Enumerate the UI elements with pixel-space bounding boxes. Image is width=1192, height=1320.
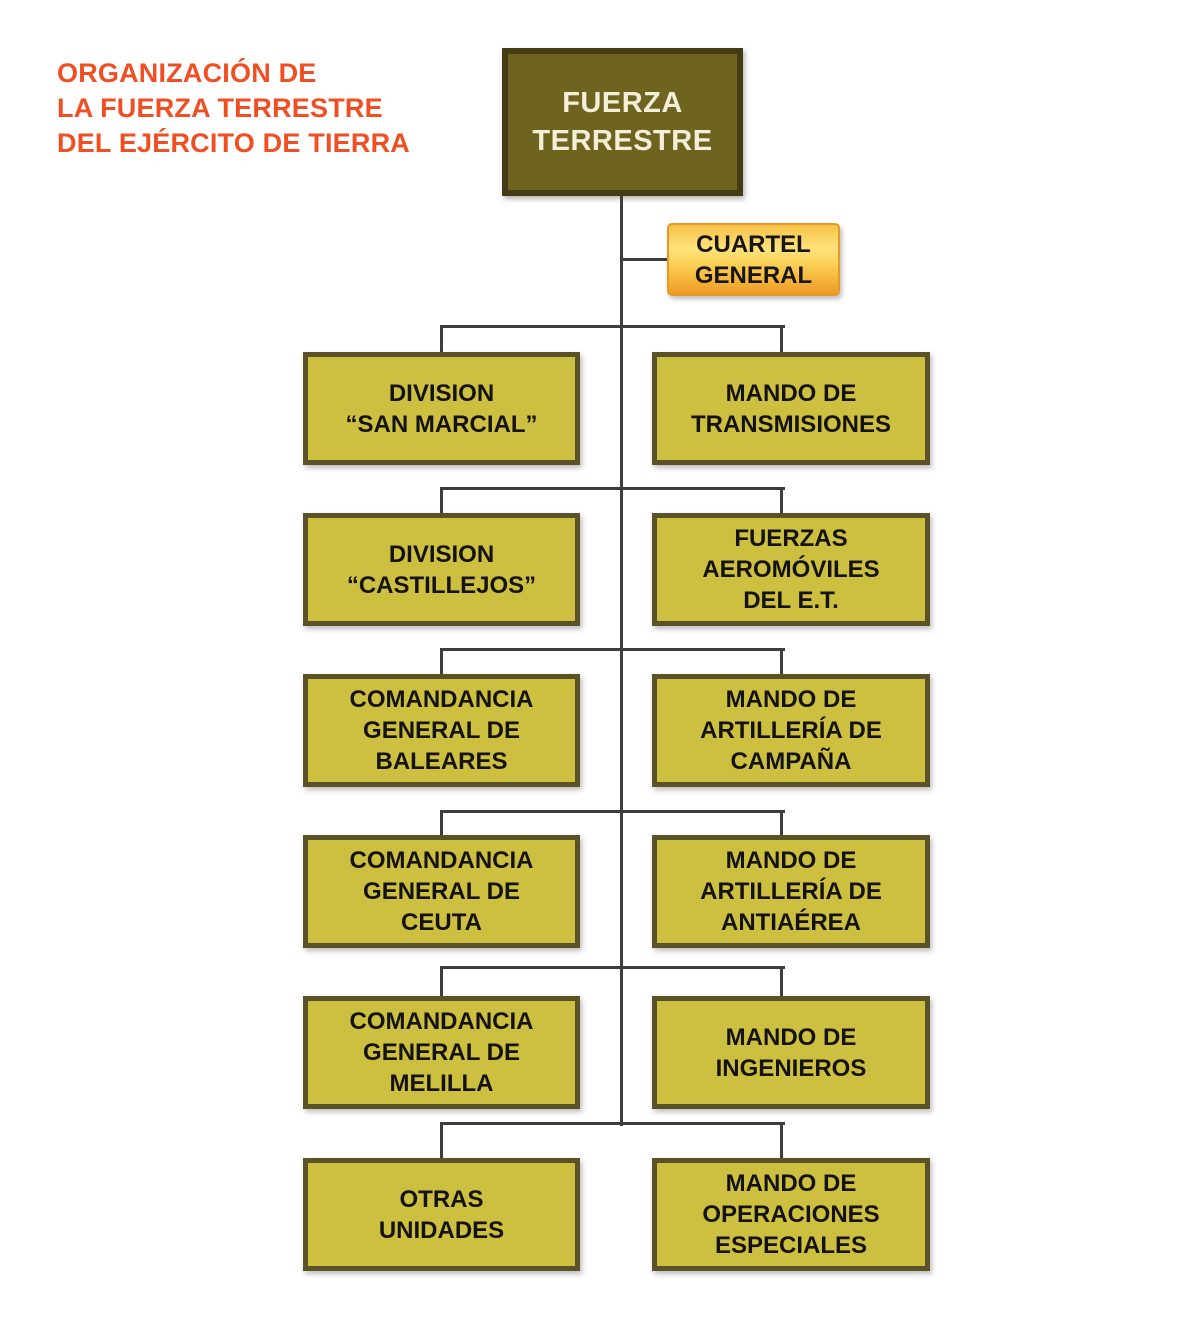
row4-connector-stub-left [440,810,443,835]
row4-connector-h [440,810,785,813]
staff-connector-line [620,258,668,261]
row2-connector-h [440,487,785,490]
trunk-connector-line [620,196,623,1126]
row6-connector-h [440,1122,785,1125]
node-comandancia-melilla: COMANDANCIA GENERAL DE MELILLA [303,996,580,1109]
node-mando-operaciones-especiales: MANDO DE OPERACIONES ESPECIALES [652,1158,930,1271]
node-otras-unidades: OTRAS UNIDADES [303,1158,580,1271]
node-comandancia-baleares: COMANDANCIA GENERAL DE BALEARES [303,674,580,787]
row5-connector-stub-left [440,966,443,996]
page-title: ORGANIZACIÓN DE LA FUERZA TERRESTRE DEL … [57,58,410,158]
node-fuerza-terrestre: FUERZA TERRESTRE [502,48,743,196]
row5-connector-h [440,966,785,969]
row2-connector-stub-right [780,487,783,513]
node-mando-artilleria-antiaerea: MANDO DE ARTILLERÍA DE ANTIAÉREA [652,835,930,948]
row1-connector-stub-left [440,325,443,352]
row1-connector-stub-right [780,325,783,352]
node-cuartel-general: CUARTEL GENERAL [667,223,840,296]
row3-connector-stub-right [780,648,783,674]
node-comandancia-ceuta: COMANDANCIA GENERAL DE CEUTA [303,835,580,948]
node-mando-artilleria-campana: MANDO DE ARTILLERÍA DE CAMPAÑA [652,674,930,787]
row5-connector-stub-right [780,966,783,996]
node-mando-ingenieros: MANDO DE INGENIEROS [652,996,930,1109]
row3-connector-stub-left [440,648,443,674]
node-division-castillejos: DIVISION “CASTILLEJOS” [303,513,580,626]
row6-connector-stub-left [440,1122,443,1158]
node-division-san-marcial: DIVISION “SAN MARCIAL” [303,352,580,465]
node-mando-transmisiones: MANDO DE TRANSMISIONES [652,352,930,465]
row6-connector-stub-right [780,1122,783,1158]
node-fuerzas-aeromoviles: FUERZAS AEROMÓVILES DEL E.T. [652,513,930,626]
row2-connector-stub-left [440,487,443,513]
row1-connector-h [440,325,785,328]
row3-connector-h [440,648,785,651]
row4-connector-stub-right [780,810,783,835]
